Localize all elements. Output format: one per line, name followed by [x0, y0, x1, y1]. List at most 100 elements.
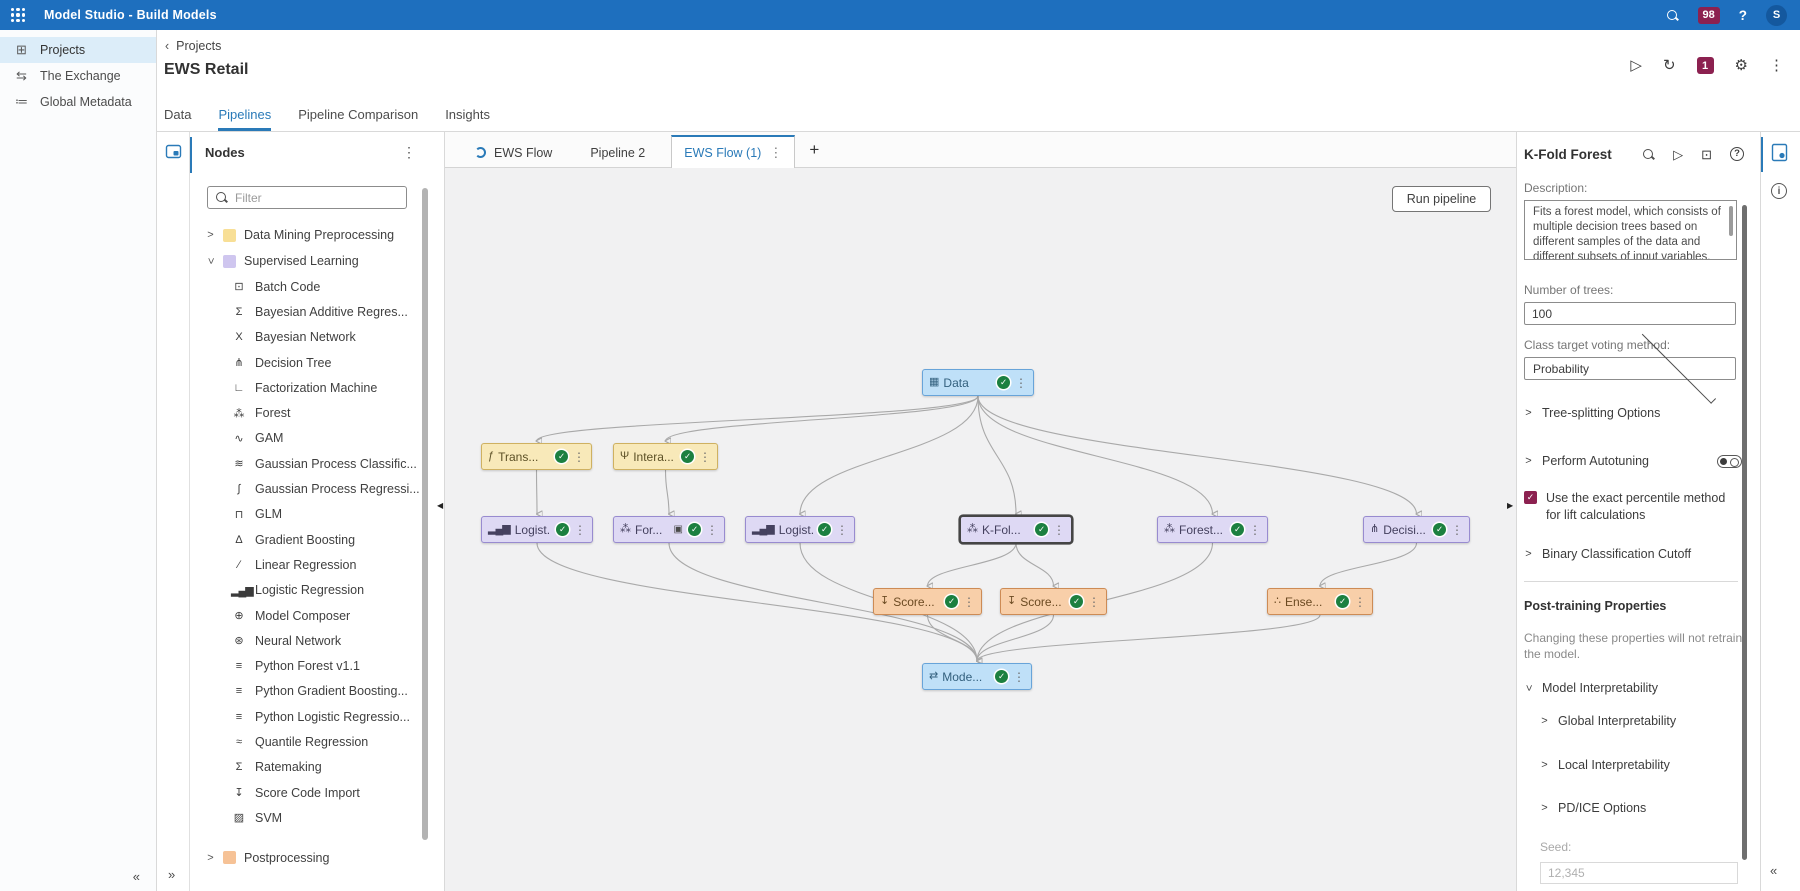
section-tree-splitting-options[interactable]: > Tree-splitting Options: [1525, 406, 1661, 420]
sidebar-item-the-exchange[interactable]: ⇆ The Exchange: [0, 63, 156, 89]
pipeline-node-transformations[interactable]: ƒ Trans... ▣ ✓ ⋮: [481, 443, 592, 470]
run-node-icon[interactable]: ▷: [1673, 146, 1684, 162]
breadcrumb[interactable]: ‹Projects: [165, 39, 221, 53]
search-options-icon[interactable]: [1642, 148, 1655, 161]
filter-field[interactable]: [207, 186, 407, 209]
node-menu-icon[interactable]: ⋮: [836, 522, 848, 537]
pipeline-node-ensemble[interactable]: ∴ Ense... ▣ ✓ ⋮: [1267, 588, 1373, 615]
exact-percentile-option[interactable]: ✓ Use the exact percentile method for li…: [1524, 490, 1739, 523]
properties-scrollbar[interactable]: [1742, 205, 1747, 860]
tree-item-glm[interactable]: ⊓ GLM: [190, 502, 428, 527]
tree-group-postprocessing[interactable]: > Postprocessing: [207, 850, 330, 865]
node-menu-icon[interactable]: ⋮: [574, 522, 586, 537]
pipeline-node-forest1[interactable]: ⁂ For... ▣ ✓ ⋮: [613, 516, 725, 543]
collapse-left-panel-handle[interactable]: ◀: [437, 501, 444, 510]
pipeline-node-logistic2[interactable]: ▂▄▆ Logist... ▣ ✓ ⋮: [745, 516, 855, 543]
autotuning-toggle[interactable]: [1717, 454, 1742, 468]
pipeline-tab-menu-icon[interactable]: ⋮: [769, 144, 783, 160]
node-menu-icon[interactable]: ⋮: [573, 449, 585, 464]
tab-pipeline-comparison[interactable]: Pipeline Comparison: [298, 106, 419, 122]
tree-group-data-mining-preprocessing[interactable]: > Data Mining Preprocessing: [207, 228, 395, 242]
pipeline-node-decision[interactable]: ⋔ Decisi... ▣ ✓ ⋮: [1363, 516, 1470, 543]
node-menu-icon[interactable]: ⋮: [1013, 669, 1025, 684]
pipeline-node-kfold[interactable]: ⁂ K-Fol... ▣ ✓ ⋮: [960, 516, 1072, 543]
tab-data[interactable]: Data: [164, 106, 192, 122]
tree-group-supervised-learning[interactable]: > Supervised Learning: [204, 254, 359, 268]
expand-panel-icon[interactable]: »: [168, 867, 176, 882]
refresh-icon[interactable]: ↻: [1662, 57, 1676, 74]
node-menu-icon[interactable]: ⋮: [1249, 522, 1261, 537]
pipeline-node-data[interactable]: ▦ Data ▣ ✓ ⋮: [922, 369, 1034, 396]
number-of-trees-input[interactable]: [1524, 302, 1736, 325]
tree-item-batch-code[interactable]: ⊡ Batch Code: [190, 274, 428, 299]
section-model-interpretability[interactable]: > Model Interpretability: [1522, 681, 1659, 695]
tree-item-linear-regression[interactable]: ∕ Linear Regression: [190, 552, 428, 577]
tree-item-logistic-regression[interactable]: ▂▄▆ Logistic Regression: [231, 583, 365, 598]
section-global-interpretability[interactable]: > Global Interpretability: [1541, 714, 1677, 728]
settings-gear-icon[interactable]: ⚙: [1734, 57, 1748, 74]
pipeline-node-model[interactable]: ⇄ Mode... ▣ ✓ ⋮: [922, 663, 1032, 690]
tree-item-python-logistic-regressio[interactable]: ≡ Python Logistic Regressio...: [190, 704, 428, 729]
tree-item-python-forest-v1-1[interactable]: ≡ Python Forest v1.1: [190, 653, 428, 678]
tree-item-bayesian-network[interactable]: Χ Bayesian Network: [190, 325, 428, 350]
seed-input[interactable]: [1540, 862, 1738, 884]
pin-panel-icon[interactable]: [165, 143, 182, 163]
tree-item-bayesian-additive-regres[interactable]: Σ Bayesian Additive Regres...: [190, 299, 428, 324]
pipeline-canvas[interactable]: ▦ Data ▣ ✓ ⋮ ƒ Trans... ▣ ✓ ⋮ Ψ Intera..…: [445, 168, 1516, 891]
section-perform-autotuning[interactable]: > Perform Autotuning: [1524, 454, 1760, 468]
app-switcher-icon[interactable]: [11, 8, 25, 22]
node-menu-icon[interactable]: ⋮: [1053, 522, 1065, 537]
notification-badge[interactable]: 98: [1697, 6, 1720, 24]
pipeline-tab-ews-flow-1[interactable]: EWS Flow (1) ⋮: [671, 135, 796, 168]
voting-method-select[interactable]: Probability: [1524, 329, 1736, 404]
node-menu-icon[interactable]: ⋮: [1088, 594, 1100, 609]
tree-scrollbar[interactable]: [422, 188, 428, 840]
tree-item-ratemaking[interactable]: Σ Ratemaking: [190, 755, 428, 780]
pipeline-node-score1[interactable]: ↧ Score... ▣ ✓ ⋮: [873, 588, 982, 615]
filter-input[interactable]: [235, 190, 399, 205]
section-local-interpretability[interactable]: > Local Interpretability: [1541, 758, 1670, 772]
pipeline-node-score2[interactable]: ↧ Score... ▣ ✓ ⋮: [1000, 588, 1107, 615]
section-pd-ice-options[interactable]: > PD/ICE Options: [1541, 801, 1647, 815]
tree-item-svm[interactable]: ▨ SVM: [190, 805, 428, 830]
tab-pipelines[interactable]: Pipelines: [218, 97, 271, 131]
pipeline-tab-pipeline-2[interactable]: Pipeline 2 ⋮: [590, 145, 646, 160]
tree-item-forest[interactable]: ⁂ Forest: [190, 400, 428, 425]
tree-item-gam[interactable]: ∿ GAM: [190, 426, 428, 451]
pipeline-tab-ews-flow[interactable]: EWS Flow ⋮: [463, 138, 564, 167]
add-pipeline-button[interactable]: +: [809, 140, 820, 159]
collapse-panel-icon[interactable]: «: [1770, 863, 1778, 878]
run-pipeline-button[interactable]: Run pipeline: [1392, 186, 1491, 212]
section-binary-classification-cutoff[interactable]: > Binary Classification Cutoff: [1525, 547, 1692, 561]
sidebar-collapse-icon[interactable]: «: [132, 869, 140, 884]
node-menu-icon[interactable]: ⋮: [1354, 594, 1366, 609]
run-project-icon[interactable]: ▷: [1630, 57, 1642, 74]
tree-item-model-composer[interactable]: ⊕ Model Composer: [190, 603, 428, 628]
pipeline-node-forest2[interactable]: ⁂ Forest... ▣ ✓ ⋮: [1157, 516, 1268, 543]
node-properties-tab-icon[interactable]: [1771, 143, 1788, 165]
description-textarea[interactable]: Fits a forest model, which consists of m…: [1524, 200, 1737, 260]
search-icon[interactable]: [1666, 9, 1679, 22]
pipeline-node-logistic1[interactable]: ▂▄▆ Logist... ▣ ✓ ⋮: [481, 516, 593, 543]
description-scrollbar[interactable]: [1729, 206, 1733, 236]
node-menu-icon[interactable]: ⋮: [1015, 375, 1027, 390]
tree-item-gaussian-process-regressi[interactable]: ∫ Gaussian Process Regressi...: [190, 476, 428, 501]
sidebar-item-global-metadata[interactable]: ≔ Global Metadata: [15, 94, 132, 109]
tab-insights[interactable]: Insights: [445, 106, 490, 122]
pipeline-node-interactions[interactable]: Ψ Intera... ▣ ✓ ⋮: [613, 443, 718, 470]
tree-item-score-code-import[interactable]: ↧ Score Code Import: [190, 780, 428, 805]
tree-item-gradient-boosting[interactable]: ∆ Gradient Boosting: [190, 527, 428, 552]
tree-item-decision-tree[interactable]: ⋔ Decision Tree: [190, 350, 428, 375]
tree-item-gaussian-process-classific[interactable]: ≋ Gaussian Process Classific...: [190, 451, 428, 476]
user-avatar[interactable]: S: [1766, 4, 1787, 26]
sidebar-item-projects[interactable]: ⊞ Projects: [0, 37, 156, 63]
save-template-icon[interactable]: ⊡: [1701, 146, 1712, 162]
help-icon[interactable]: ?: [1738, 7, 1747, 23]
collapse-right-panel-handle[interactable]: ▶: [1507, 501, 1514, 510]
running-count-badge[interactable]: 1: [1696, 57, 1714, 74]
tree-item-factorization-machine[interactable]: ∟ Factorization Machine: [190, 375, 428, 400]
nodes-menu-icon[interactable]: ⋮: [402, 144, 416, 160]
node-menu-icon[interactable]: ⋮: [706, 522, 718, 537]
overflow-menu-icon[interactable]: ⋮: [1769, 57, 1784, 74]
checked-checkbox[interactable]: ✓: [1524, 491, 1537, 504]
